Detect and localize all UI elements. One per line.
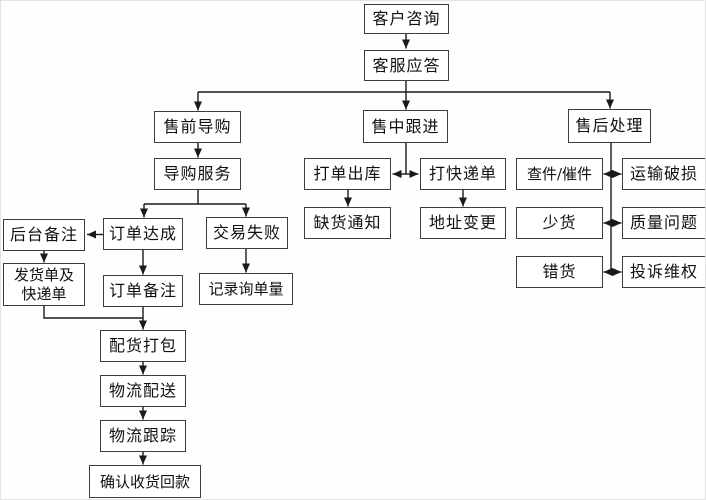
node-print-outbound: 打单出库 — [304, 158, 391, 190]
node-logistics-tracking: 物流跟踪 — [100, 420, 186, 452]
node-address-change: 地址变更 — [420, 207, 506, 239]
node-backend-note: 后台备注 — [3, 219, 85, 251]
node-print-express: 打快递单 — [420, 158, 506, 190]
node-shipping-slip: 发货单及快递单 — [3, 263, 85, 306]
node-logistics-delivery: 物流配送 — [100, 375, 186, 407]
node-midsale-follow: 售中跟进 — [363, 110, 448, 143]
node-order-done: 订单达成 — [103, 218, 183, 250]
node-presale-guide: 售前导购 — [154, 111, 241, 143]
node-transport-damage: 运输破损 — [622, 158, 705, 190]
node-aftersale-handle: 售后处理 — [568, 109, 651, 143]
node-service-reply: 客服应答 — [364, 50, 449, 81]
node-customer-inquiry: 客户咨询 — [364, 4, 449, 34]
node-guide-service: 导购服务 — [154, 158, 241, 190]
node-check-urge: 查件/催件 — [516, 158, 603, 190]
node-wrong-goods: 错货 — [516, 256, 603, 288]
connector-slip-elbow — [43, 306, 143, 319]
node-short-goods: 少货 — [516, 207, 603, 239]
node-quality-issue: 质量问题 — [622, 207, 705, 239]
node-stockout-notice: 缺货通知 — [304, 207, 391, 239]
node-deal-failed: 交易失败 — [206, 217, 288, 249]
node-complaint-rights: 投诉维权 — [622, 256, 705, 288]
node-order-note: 订单备注 — [103, 275, 183, 307]
node-pick-pack: 配货打包 — [100, 330, 186, 362]
node-confirm-receipt: 确认收货回款 — [89, 465, 201, 498]
node-record-inquiries: 记录询单量 — [199, 273, 293, 305]
